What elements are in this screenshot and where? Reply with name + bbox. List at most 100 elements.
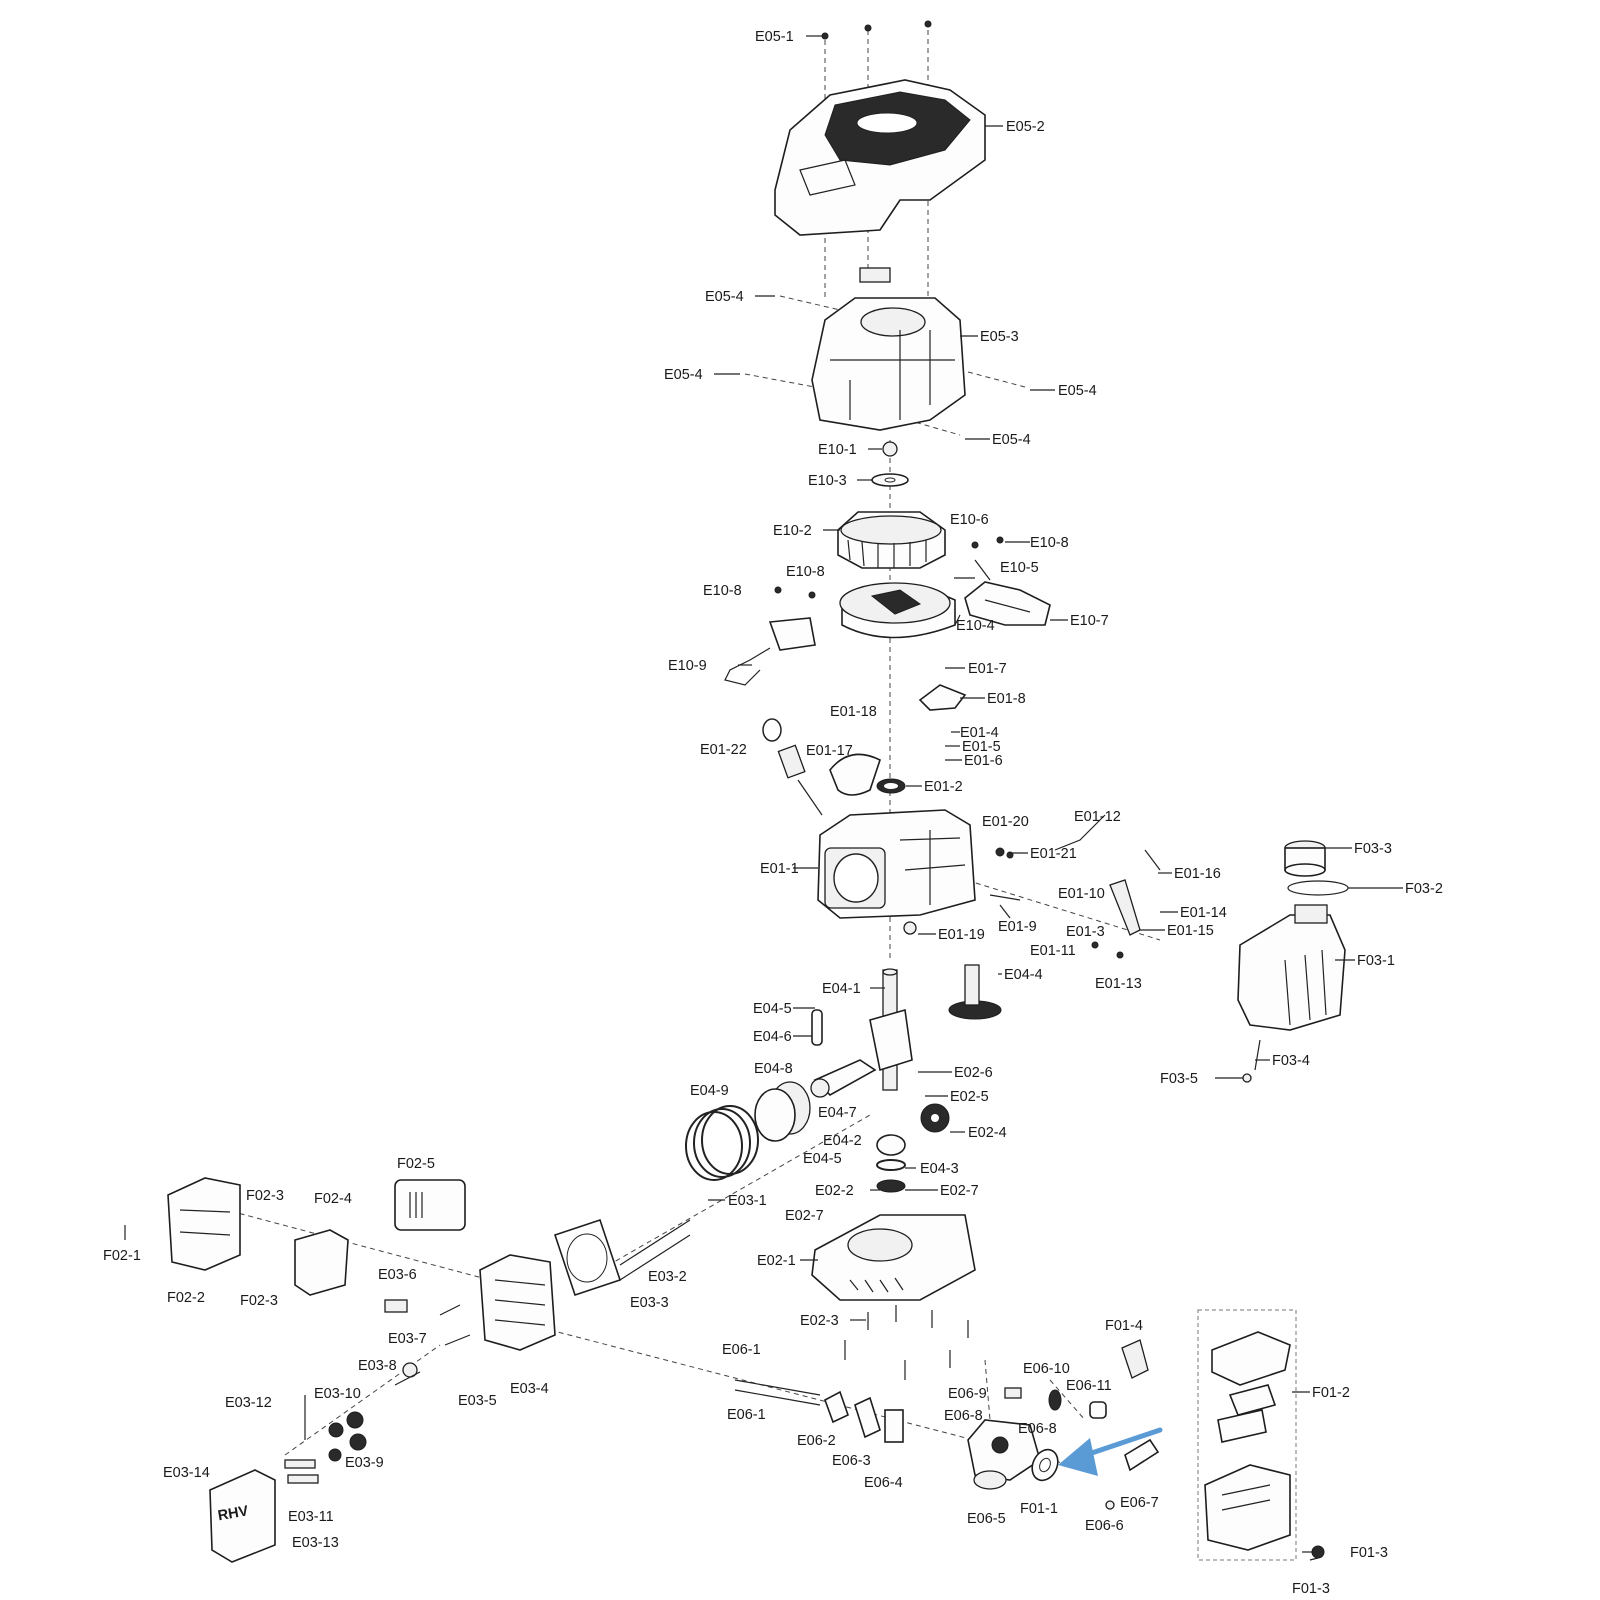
- label-e01-22: E01-22: [700, 742, 747, 758]
- blower-housing-e05-2: [774, 79, 986, 236]
- connecting-rod-e04-7: [810, 1059, 877, 1098]
- bolts-e02-3: [844, 1305, 969, 1380]
- label-f03-3: F03-3: [1354, 841, 1392, 857]
- ignition-coil-e10-9: [724, 617, 816, 686]
- label-e01-13: E01-13: [1095, 976, 1142, 992]
- label-e05-3: E05-3: [980, 329, 1019, 345]
- muffler-f02-2: [167, 1177, 241, 1271]
- heat-shield-f02-5: [394, 1179, 466, 1231]
- label-e04-9: E04-9: [690, 1083, 729, 1099]
- label-e01-4: E01-4: [960, 725, 999, 741]
- label-e01-16: E01-16: [1174, 866, 1221, 882]
- label-f02-3: F02-3: [246, 1188, 284, 1204]
- oil-seal-e01-17: [829, 753, 881, 796]
- label-e01-12: E01-12: [1074, 809, 1121, 825]
- label-e10-8: E10-8: [703, 583, 742, 599]
- label-e01-14: E01-14: [1180, 905, 1227, 921]
- label-e05-4: E05-4: [1058, 383, 1097, 399]
- label-f02-3: F02-3: [240, 1293, 278, 1309]
- label-e06-4: E06-4: [864, 1475, 903, 1491]
- crankcase-cover-e02-1: [811, 1214, 976, 1301]
- label-e03-11: E03-11: [288, 1509, 334, 1525]
- fuel-tank-f03-1: [1237, 904, 1346, 1031]
- label-e06-9: E06-9: [948, 1386, 987, 1402]
- label-e02-3: E02-3: [800, 1313, 839, 1329]
- label-e04-7: E04-7: [818, 1105, 857, 1121]
- flywheel-nut-e10-1: [882, 441, 898, 457]
- label-e03-5: E03-5: [458, 1393, 497, 1409]
- label-e10-2: E10-2: [773, 523, 812, 539]
- head-bolts-e03-2: [619, 1219, 691, 1281]
- label-e03-1: E03-1: [728, 1193, 767, 1209]
- rocker-cover-e03-13: RHV: [209, 1469, 276, 1563]
- label-e01-8: E01-8: [987, 691, 1026, 707]
- label-f03-4: F03-4: [1272, 1053, 1310, 1069]
- label-e04-3: E04-3: [920, 1161, 959, 1177]
- label-e10-1: E10-1: [818, 442, 857, 458]
- crankshaft-e04-1: [869, 968, 913, 1091]
- bearing-seal-e01-2: [876, 778, 906, 794]
- oil-dipstick-e01-22: [762, 718, 823, 816]
- label-e01-2: E01-2: [924, 779, 963, 795]
- valve-parts-e03: [304, 1299, 471, 1462]
- label-e06-1: E06-1: [722, 1342, 761, 1358]
- label-e06-8: E06-8: [1018, 1421, 1057, 1437]
- ignition-bracket-e10-7: [964, 559, 1051, 626]
- piston-e04-8: [754, 1081, 811, 1142]
- label-e03-2: E03-2: [648, 1269, 687, 1285]
- flywheel-washer-e10-3: [871, 473, 909, 487]
- label-e02-5: E02-5: [950, 1089, 989, 1105]
- label-e10-7: E10-7: [1070, 613, 1109, 629]
- camshaft-e04-4: [948, 964, 1002, 1020]
- label-e06-7: E06-7: [1120, 1495, 1159, 1511]
- crankcase-e01-1: [817, 809, 976, 919]
- label-f02-2: F02-2: [167, 1290, 205, 1306]
- label-e01-20: E01-20: [982, 814, 1029, 830]
- cooling-fan-e10-2: [837, 511, 946, 569]
- bearings-e04: [876, 1134, 906, 1193]
- piston-rings-e04-9: [685, 1105, 759, 1181]
- head-gasket-e03-3: [553, 1218, 622, 1297]
- label-f01-4: F01-4: [1105, 1318, 1143, 1334]
- label-e05-2: E05-2: [1006, 119, 1045, 135]
- air-filter-group-f01-2: [1197, 1309, 1297, 1561]
- carburetor-e06-5: [967, 1419, 1041, 1490]
- label-e10-9: E10-9: [668, 658, 707, 674]
- label-e01-1: E01-1: [760, 861, 799, 877]
- label-e04-4: E04-4: [1004, 967, 1043, 983]
- label-e10-4: E10-4: [956, 618, 995, 634]
- carb-fittings-e06: [1004, 1339, 1160, 1510]
- label-e10-3: E10-3: [808, 473, 847, 489]
- label-e06-1: E06-1: [727, 1407, 766, 1423]
- label-e03-3: E03-3: [630, 1295, 669, 1311]
- label-e01-3: E01-3: [1066, 924, 1105, 940]
- label-f01-3: F01-3: [1292, 1581, 1330, 1597]
- label-e01-11: E01-11: [1030, 943, 1076, 959]
- label-e02-6: E02-6: [954, 1065, 993, 1081]
- label-e06-10: E06-10: [1023, 1361, 1070, 1377]
- label-e05-4: E05-4: [992, 432, 1031, 448]
- label-e04-6: E04-6: [753, 1029, 792, 1045]
- muffler-gasket-f02-4: [294, 1229, 349, 1296]
- carb-studs-e06-1: [734, 1379, 821, 1406]
- label-e03-8: E03-8: [358, 1358, 397, 1374]
- label-e01-21: E01-21: [1030, 846, 1077, 862]
- label-e04-1: E04-1: [822, 981, 861, 997]
- label-f03-5: F03-5: [1160, 1071, 1198, 1087]
- label-e10-8: E10-8: [1030, 535, 1069, 551]
- label-e01-18: E01-18: [830, 704, 877, 720]
- label-e05-4: E05-4: [664, 367, 703, 383]
- governor-cover-e01-8: [918, 684, 967, 711]
- label-e06-6: E06-6: [1085, 1518, 1124, 1534]
- fuel-cap-f03-3: [1284, 840, 1326, 877]
- label-f03-1: F03-1: [1357, 953, 1395, 969]
- label-e01-19: E01-19: [938, 927, 985, 943]
- label-e03-6: E03-6: [378, 1267, 417, 1283]
- label-f01-1: F01-1: [1020, 1501, 1058, 1517]
- label-e06-8: E06-8: [944, 1408, 983, 1424]
- label-e01-5: E01-5: [962, 739, 1001, 755]
- fuel-fittings-f03: [1242, 1039, 1261, 1083]
- label-f02-4: F02-4: [314, 1191, 352, 1207]
- label-e06-3: E06-3: [832, 1453, 871, 1469]
